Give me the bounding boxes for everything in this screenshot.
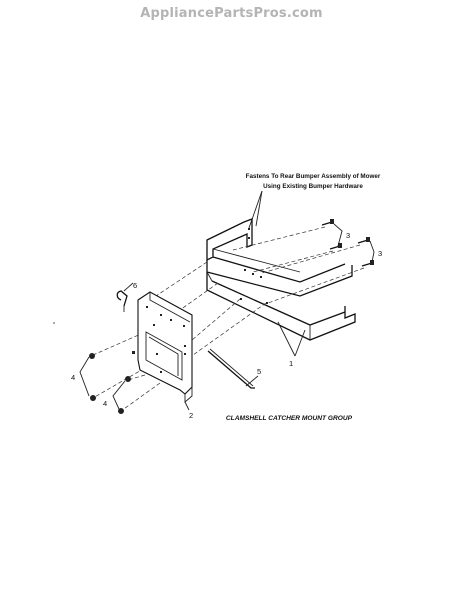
scan-speck — [53, 322, 55, 324]
callout-4-right: 4 — [103, 399, 107, 408]
callout-4-left: 4 — [71, 373, 75, 382]
plate-leader — [184, 401, 190, 411]
callout-3-lower: 3 — [378, 249, 382, 258]
bolt-leaders — [333, 223, 375, 263]
upper-bracket — [206, 218, 353, 297]
note-line-1: Fastens To Rear Bumper Assembly of Mower — [246, 173, 381, 180]
lock-nuts — [89, 353, 131, 414]
note-leader-lines — [248, 190, 263, 229]
hitch-pin — [116, 290, 128, 312]
assembly-title: CLAMSHELL CATCHER MOUNT GROUP — [226, 415, 353, 422]
bracket-leaders — [277, 321, 306, 357]
bumper-bolts — [321, 219, 374, 267]
pin-leader — [123, 282, 134, 292]
callout-3-upper: 3 — [346, 231, 350, 240]
nut-leaders — [79, 356, 126, 410]
alignment-lines — [92, 226, 365, 412]
callout-1: 1 — [289, 359, 293, 368]
mount-plate — [132, 291, 193, 403]
callout-5: 5 — [257, 367, 261, 376]
note-line-2: Using Existing Bumper Hardware — [263, 183, 363, 190]
callout-6: 6 — [133, 281, 137, 290]
callout-2: 2 — [189, 411, 193, 420]
site-watermark: AppliancePartsPros.com — [140, 6, 323, 21]
rod-leader — [245, 375, 259, 387]
lower-bracket — [206, 269, 356, 341]
support-rod — [207, 348, 255, 389]
